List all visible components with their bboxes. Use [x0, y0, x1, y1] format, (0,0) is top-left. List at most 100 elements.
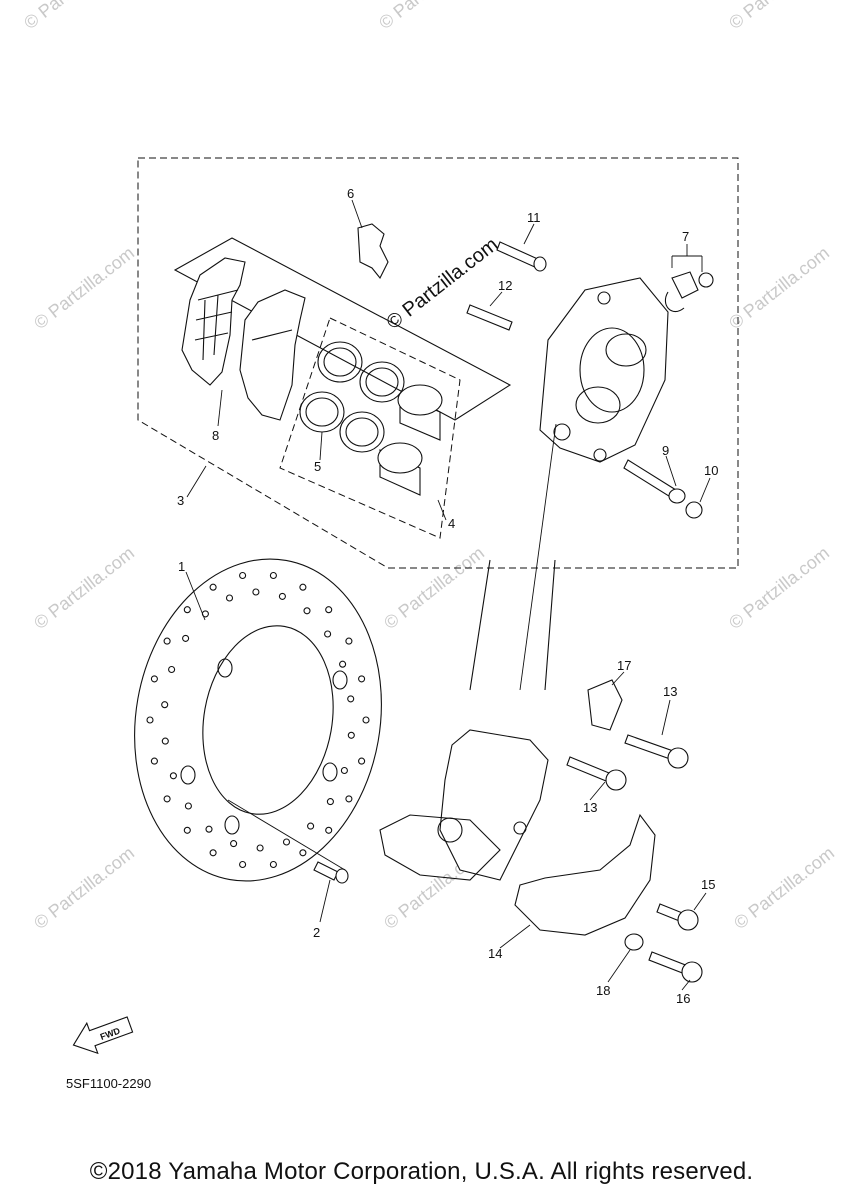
- seal-kit-outline: [279, 317, 461, 539]
- guard-bolt-15[interactable]: [656, 903, 699, 931]
- pad-pin[interactable]: [623, 459, 686, 504]
- disc-hole: [269, 860, 277, 869]
- pin-plug[interactable]: [685, 501, 703, 519]
- piston-seals[interactable]: [299, 341, 405, 453]
- disc-bolt[interactable]: [313, 861, 349, 884]
- watermark: © Partzilla.com: [30, 543, 138, 633]
- brake-pad-set[interactable]: [173, 237, 512, 421]
- callout-8[interactable]: 8: [212, 428, 219, 443]
- disc-hole: [307, 822, 315, 830]
- caliper-body[interactable]: [539, 277, 669, 463]
- disc-hole: [340, 766, 348, 775]
- disc-hole: [150, 675, 158, 683]
- callout-13-lower[interactable]: 13: [583, 800, 597, 815]
- disc-hole: [299, 849, 307, 857]
- disc-hole: [347, 731, 355, 739]
- leader-lines: [185, 199, 711, 991]
- callout-10[interactable]: 10: [704, 463, 718, 478]
- guard-bolt-16[interactable]: [648, 951, 703, 983]
- disc-hole: [325, 826, 333, 834]
- disc-hole: [252, 588, 260, 596]
- disc-hole: [347, 695, 355, 703]
- disc-guard[interactable]: [514, 813, 656, 936]
- callout-15[interactable]: 15: [701, 877, 715, 892]
- caliper-bolt-12[interactable]: [466, 304, 513, 331]
- callout-7[interactable]: 7: [682, 229, 689, 244]
- disc-hole: [182, 634, 190, 642]
- watermark: © Partzilla.com: [380, 543, 488, 633]
- hose-guide[interactable]: [587, 679, 623, 731]
- disc-hole: [225, 594, 234, 602]
- disc-hole: [339, 660, 347, 668]
- watermark: © Partzilla.com: [20, 0, 128, 33]
- disc-hole: [299, 583, 307, 591]
- watermark: © Partzilla.com: [725, 243, 833, 333]
- callout-11[interactable]: 11: [527, 210, 541, 225]
- disc-hole: [161, 701, 169, 709]
- disc-holes: [146, 571, 370, 869]
- watermark: © Partzilla.com: [30, 243, 138, 333]
- disc-hole: [326, 798, 334, 806]
- disc-hole: [184, 802, 192, 810]
- disc-hole: [358, 757, 366, 765]
- callout-18[interactable]: 18: [596, 983, 610, 998]
- caliper-bolt-13a[interactable]: [624, 734, 689, 769]
- disc-hole: [358, 675, 366, 683]
- caliper-bolt-13b[interactable]: [566, 756, 627, 791]
- disc-hole: [150, 757, 158, 765]
- callout-2[interactable]: 2: [313, 925, 320, 940]
- brake-disc[interactable]: [110, 539, 407, 900]
- watermark: © Partzilla.com: [725, 543, 833, 633]
- forward-arrow-icon: FWD: [72, 1016, 134, 1055]
- callout-4[interactable]: 4: [448, 516, 455, 531]
- disc-hole: [168, 665, 176, 674]
- pad-spring[interactable]: [357, 223, 389, 280]
- watermark: © Partzilla.com: [730, 843, 838, 933]
- disc-hole: [256, 844, 264, 852]
- disc-hole: [230, 840, 238, 848]
- callout-5[interactable]: 5: [314, 459, 321, 474]
- caliper-pistons[interactable]: [377, 384, 443, 496]
- caliper-bolt-11[interactable]: [496, 241, 547, 272]
- disc-hole: [303, 607, 311, 615]
- callout-17[interactable]: 17: [617, 658, 631, 673]
- callout-9[interactable]: 9: [662, 443, 669, 458]
- callout-14[interactable]: 14: [488, 946, 502, 961]
- disc-hole: [161, 737, 169, 745]
- callout-6[interactable]: 6: [347, 186, 354, 201]
- disc-hole: [239, 571, 247, 580]
- disc-hole: [269, 571, 277, 580]
- disc-hole: [325, 606, 333, 614]
- washer[interactable]: [624, 933, 644, 951]
- disc-hole: [362, 716, 370, 724]
- disc-hole: [205, 825, 213, 833]
- fork-leg: [379, 559, 556, 881]
- watermark: © Partzilla.com: [30, 843, 138, 933]
- callout-labels: 1 2 3 4 5 6 7 8 9 10 11 12 13 13 14 15 1…: [177, 186, 718, 1006]
- watermark: © Partzilla.com: [375, 0, 483, 33]
- callout-16[interactable]: 16: [676, 991, 690, 1006]
- watermark: © Partzilla.com: [725, 0, 833, 33]
- disc-hole: [169, 772, 177, 780]
- disc-hole: [239, 860, 247, 869]
- disc-hole: [209, 849, 217, 857]
- disc-hole: [183, 826, 191, 834]
- callout-3[interactable]: 3: [177, 493, 184, 508]
- disc-hole: [345, 637, 353, 645]
- callout-12[interactable]: 12: [498, 278, 512, 293]
- disc-hole: [183, 606, 191, 614]
- disc-hole: [209, 583, 217, 591]
- disc-hole: [278, 592, 286, 600]
- callout-13-upper[interactable]: 13: [663, 684, 677, 699]
- diagram-code: 5SF1100-2290: [66, 1076, 152, 1091]
- disc-hole: [324, 630, 332, 638]
- disc-hole: [163, 795, 171, 803]
- caliper-assembly-outline: [137, 157, 739, 569]
- callout-1[interactable]: 1: [178, 559, 185, 574]
- disc-hole: [345, 795, 353, 803]
- copyright-notice: ©2018 Yamaha Motor Corporation, U.S.A. A…: [89, 1158, 754, 1185]
- bleed-screw[interactable]: [664, 271, 714, 313]
- disc-hole: [282, 838, 291, 846]
